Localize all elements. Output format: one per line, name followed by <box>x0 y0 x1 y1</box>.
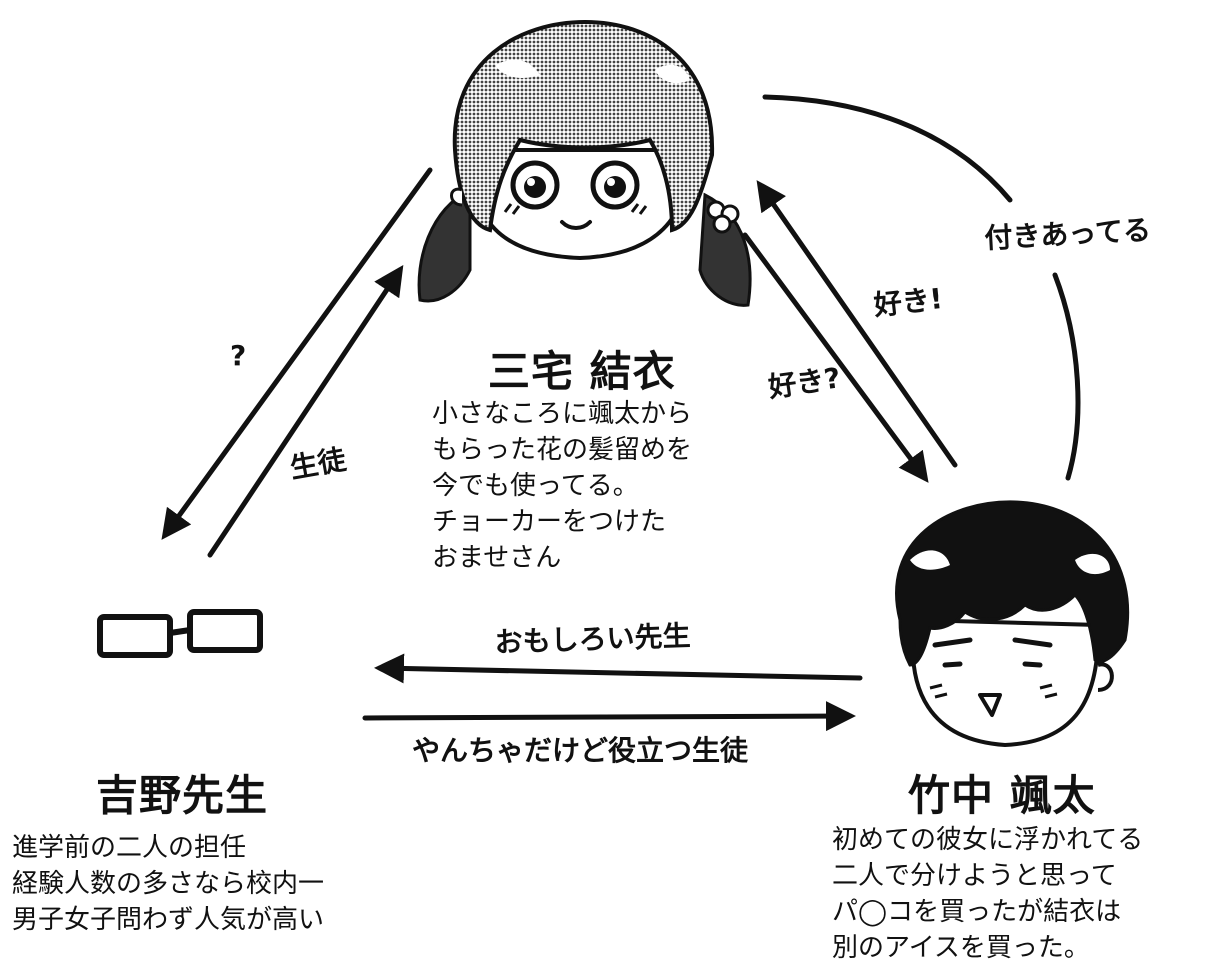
sota-illustration <box>895 500 1130 748</box>
yoshino-name: 吉野先生 <box>96 771 269 820</box>
yoshino-description: 進学前の二人の担任 経験人数の多さなら校内一 男子女子問わず人気が高い <box>12 833 325 935</box>
dating-curve-top <box>762 94 1013 203</box>
arrow-sota-to-teacher <box>374 653 863 684</box>
yui-illustration <box>417 19 752 307</box>
sota-hair <box>895 500 1130 667</box>
yui-left-tail <box>417 187 472 303</box>
relation-dating: 付きあってる <box>984 213 1152 255</box>
arrow-sota-to-yui <box>756 180 958 468</box>
sota-mouth <box>978 693 1002 717</box>
dating-curve-bottom <box>1052 272 1081 481</box>
relation-teacher-to-yui: 生徒 <box>287 442 349 484</box>
flower-hairclip-icon <box>706 200 740 234</box>
relation-yui-to-teacher: ? <box>230 339 246 372</box>
arrow-yui-to-sota <box>742 232 929 483</box>
relation-sota-to-teacher: おもしろい先生 <box>494 619 691 659</box>
yui-description: 小さなころに颯太から もらった花の髪留めを 今でも使ってる。 チョーカーをつけた… <box>432 399 693 573</box>
sota-description: 初めての彼女に浮かれてる 二人で分けようと思って パ◯コを買ったが結衣は 別のア… <box>832 825 1144 963</box>
sota-name: 竹中 颯太 <box>908 771 1096 820</box>
glasses-icon <box>97 609 263 658</box>
yui-name: 三宅 結衣 <box>488 347 676 396</box>
arrow-teacher-to-yui <box>207 265 404 558</box>
arrow-teacher-to-sota <box>362 701 856 732</box>
relation-teacher-to-sota: やんちゃだけど役立つ生徒 <box>412 734 749 767</box>
arrow-yui-to-teacher <box>161 167 433 540</box>
relation-yui-to-sota: 好き? <box>765 361 842 404</box>
relation-sota-to-yui: 好き! <box>871 282 944 322</box>
sota-face <box>910 617 1101 748</box>
yui-mouth <box>560 220 592 230</box>
